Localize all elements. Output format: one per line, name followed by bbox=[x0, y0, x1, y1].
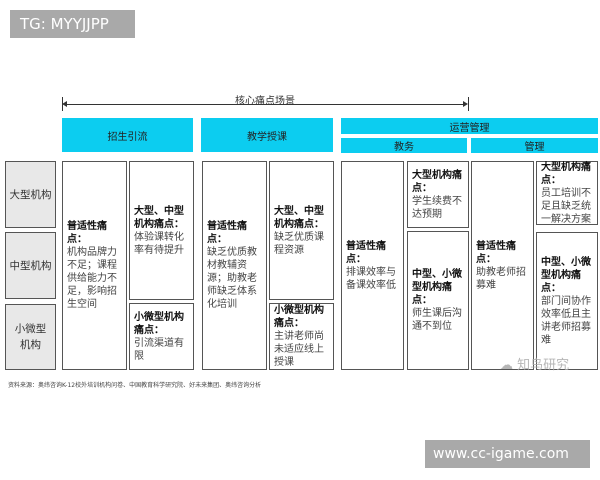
watermark-text: 知鸟研究 bbox=[517, 358, 570, 373]
header-academic: 教务 bbox=[341, 138, 467, 153]
cell-academic-large: 大型机构痛点：学生续费不达预期 bbox=[407, 161, 469, 228]
bottom-watermark-tag: www.cc-igame.com bbox=[425, 440, 590, 468]
header-recruit: 招生引流 bbox=[62, 118, 193, 152]
cell-text: 学生续费不达预期 bbox=[412, 195, 462, 220]
cell-teach-small: 小微型机构痛点：主讲老师尚未适应线上授课 bbox=[269, 303, 334, 370]
cell-recruit-common: 普适性痛点：机构品牌力不足；课程供给能力不足，影响招生空间 bbox=[62, 161, 127, 370]
cell-title: 小微型机构痛点： bbox=[134, 311, 184, 336]
cell-text: 主讲老师尚未适应线上授课 bbox=[274, 331, 324, 368]
arrow-right-icon bbox=[463, 101, 468, 107]
scope-label: 核心痛点场景 bbox=[235, 96, 295, 107]
cell-title: 小微型机构痛点： bbox=[274, 305, 324, 329]
cell-text: 助教老师招募难 bbox=[476, 266, 526, 291]
cell-management-common: 普适性痛点：助教老师招募难 bbox=[471, 161, 534, 370]
scope-right-tick bbox=[468, 97, 469, 111]
watermark-logo: ☁ 知鸟研究 bbox=[500, 354, 569, 373]
cell-text: 缺乏优质课程资源 bbox=[274, 231, 324, 256]
row-label-large: 大型机构 bbox=[5, 161, 56, 228]
cell-title: 普适性痛点： bbox=[207, 221, 247, 245]
cell-management-large: 大型机构痛点：员工培训不足且缺乏统一解决方案 bbox=[536, 161, 598, 225]
header-operations: 运营管理 bbox=[341, 118, 598, 134]
cell-title: 大型机构痛点： bbox=[541, 161, 591, 186]
cell-text: 机构品牌力不足；课程供给能力不足，影响招生空间 bbox=[67, 247, 117, 310]
cell-title: 大型、中型机构痛点： bbox=[134, 205, 184, 230]
source-note: 资料来源：奥纬咨询K-12校外培训机构问卷、中国教育科学研究院、好未来集团、奥纬… bbox=[8, 382, 262, 389]
cell-text: 体验课转化率有待提升 bbox=[134, 231, 184, 256]
cell-recruit-large-medium: 大型、中型机构痛点：体验课转化率有待提升 bbox=[129, 161, 194, 300]
header-teaching: 教学授课 bbox=[201, 118, 333, 152]
cell-title: 普适性痛点： bbox=[67, 221, 107, 245]
cell-title: 普适性痛点： bbox=[346, 240, 386, 265]
scope-arrow-line bbox=[64, 104, 464, 105]
cell-text: 缺乏优质教材教辅资源；助教老师缺乏体系化培训 bbox=[207, 247, 257, 310]
cell-text: 部门间协作效率低且主讲老师招募难 bbox=[541, 295, 591, 346]
cell-text: 员工培训不足且缺乏统一解决方案 bbox=[541, 187, 591, 225]
cell-text: 引流渠道有限 bbox=[134, 337, 184, 362]
row-label-medium: 中型机构 bbox=[5, 232, 56, 299]
row-label-small: 小微型机构 bbox=[5, 304, 56, 370]
cell-recruit-small: 小微型机构痛点：引流渠道有限 bbox=[129, 303, 194, 370]
cell-academic-medium-small: 中型、小微型机构痛点：师生课后沟通不到位 bbox=[407, 231, 469, 370]
cell-title: 大型、中型机构痛点： bbox=[274, 205, 324, 230]
cell-text: 排课效率与备课效率低 bbox=[346, 266, 396, 291]
arrow-left-icon bbox=[62, 101, 67, 107]
cell-academic-common: 普适性痛点：排课效率与备课效率低 bbox=[341, 161, 404, 370]
top-watermark-tag: TG: MYYJJPP bbox=[10, 10, 135, 38]
cell-management-medium-small: 中型、小微型机构痛点：部门间协作效率低且主讲老师招募难 bbox=[536, 232, 598, 370]
cell-text: 师生课后沟通不到位 bbox=[412, 308, 462, 332]
header-management: 管理 bbox=[471, 138, 598, 153]
cell-teach-large-medium: 大型、中型机构痛点：缺乏优质课程资源 bbox=[269, 161, 334, 300]
cell-title: 普适性痛点： bbox=[476, 240, 516, 265]
wechat-icon: ☁ bbox=[500, 358, 518, 373]
cell-teach-common: 普适性痛点：缺乏优质教材教辅资源；助教老师缺乏体系化培训 bbox=[202, 161, 267, 370]
cell-title: 大型机构痛点： bbox=[412, 169, 462, 194]
cell-title: 中型、小微型机构痛点： bbox=[412, 269, 462, 306]
cell-title: 中型、小微型机构痛点： bbox=[541, 256, 591, 294]
